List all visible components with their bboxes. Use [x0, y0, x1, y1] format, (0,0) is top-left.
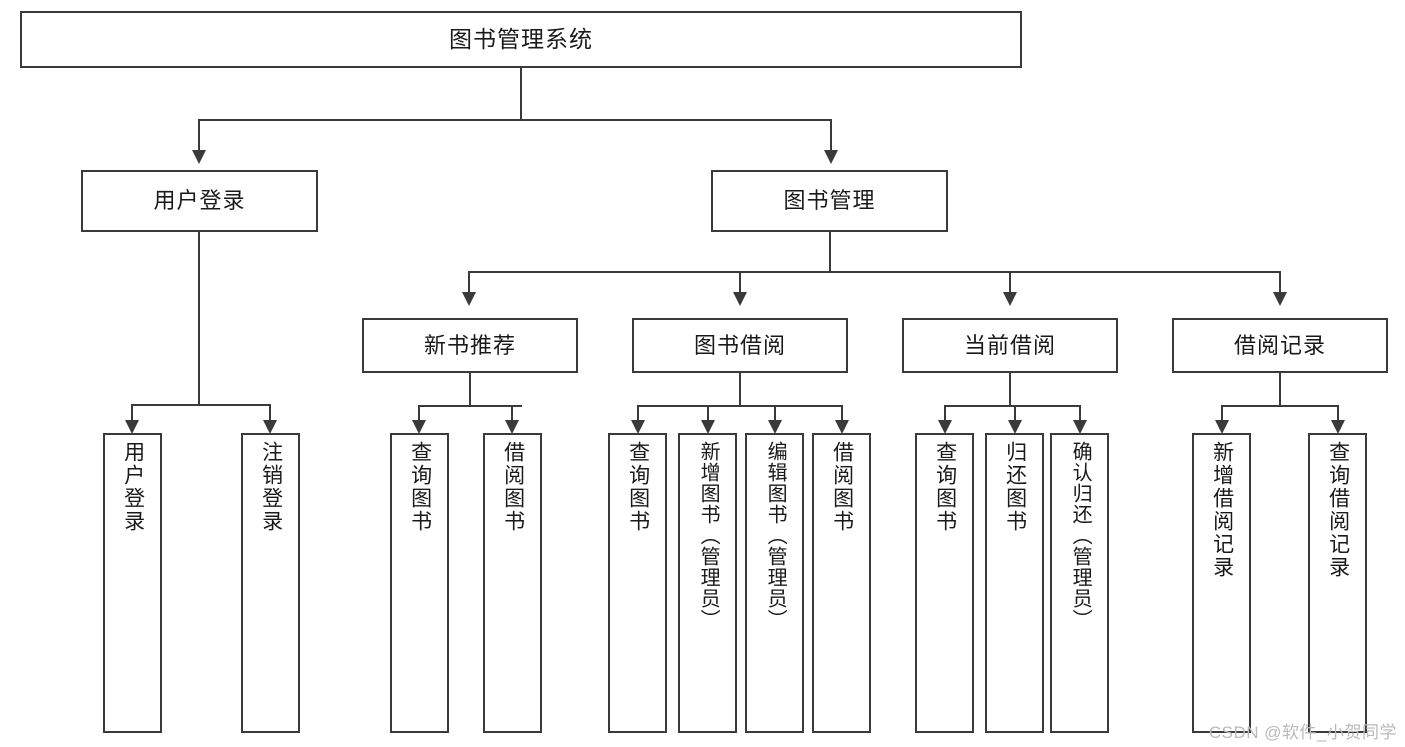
- connector-to-new-book: [468, 271, 470, 295]
- connector-new-book-to-leaf-1: [418, 405, 420, 424]
- node-book-borrow[interactable]: 图书借阅: [632, 318, 848, 373]
- connector-cb-to-leaf-1: [944, 405, 946, 424]
- node-label: 用户登录: [153, 188, 246, 214]
- arrowhead-br-add-record: [1215, 420, 1229, 434]
- node-label: 确认归还（管理员）: [1069, 441, 1092, 630]
- node-label: 借阅记录: [1233, 332, 1326, 358]
- leaf-nb-borrow-book[interactable]: 借阅图书: [483, 433, 542, 733]
- node-label: 图书管理系统: [449, 25, 593, 52]
- node-label: 图书借阅: [693, 332, 786, 358]
- leaf-cb-query-book[interactable]: 查询图书: [915, 433, 974, 733]
- node-label: 查询图书: [408, 441, 432, 533]
- arrowhead-cb-query-book: [938, 420, 952, 434]
- arrowhead-borrow-record: [1273, 292, 1287, 306]
- arrowhead-new-book-recommend: [462, 292, 476, 306]
- connector-new-book-to-leaf-2: [511, 405, 513, 424]
- node-label: 注销登录: [259, 441, 283, 533]
- arrowhead-bb-edit-book: [768, 420, 782, 434]
- node-label: 借阅图书: [830, 441, 854, 533]
- leaf-bb-borrow-book[interactable]: 借阅图书: [812, 433, 871, 733]
- node-label: 查询借阅记录: [1326, 441, 1350, 579]
- connector-new-book-bus: [418, 405, 522, 407]
- connector-borrow-record-bus: [1221, 405, 1339, 407]
- connector-book-borrow-stem: [739, 373, 741, 406]
- connector-bb-to-leaf-4: [841, 405, 843, 424]
- arrowhead-nb-query-book: [412, 420, 426, 434]
- connector-borrow-record-stem: [1279, 373, 1281, 406]
- arrowhead-bb-query-book: [631, 420, 645, 434]
- connector-user-login-to-leaf-1: [131, 404, 133, 424]
- node-label: 用户登录: [121, 441, 145, 533]
- leaf-bb-query-book[interactable]: 查询图书: [608, 433, 667, 733]
- leaf-cb-return-book[interactable]: 归还图书: [985, 433, 1044, 733]
- arrowhead-current-borrow: [1003, 292, 1017, 306]
- arrowhead-nb-borrow-book: [505, 420, 519, 434]
- leaf-br-query-record[interactable]: 查询借阅记录: [1308, 433, 1367, 733]
- arrowhead-cb-confirm-return: [1073, 420, 1087, 434]
- arrowhead-leaf-logout: [263, 420, 277, 434]
- node-borrow-record[interactable]: 借阅记录: [1172, 318, 1388, 373]
- arrowhead-user-login: [192, 150, 206, 164]
- connector-to-borrow-record: [1279, 271, 1281, 295]
- node-label: 图书管理: [783, 188, 876, 214]
- node-user-login[interactable]: 用户登录: [81, 170, 318, 232]
- connector-root-stem: [520, 68, 522, 120]
- connector-book-manage-stem: [829, 232, 831, 272]
- leaf-bb-edit-book[interactable]: 编辑图书（管理员）: [745, 433, 804, 733]
- connector-user-login-to-leaf-2: [269, 404, 271, 424]
- leaf-user-login[interactable]: 用户登录: [103, 433, 162, 733]
- node-root-system[interactable]: 图书管理系统: [20, 11, 1022, 68]
- node-label: 新书推荐: [423, 332, 516, 358]
- connector-br-to-leaf-1: [1221, 405, 1223, 424]
- node-label: 新增借阅记录: [1210, 441, 1234, 579]
- connector-root-to-book-manage: [830, 119, 832, 152]
- connector-root-to-user-login: [198, 119, 200, 152]
- node-label: 归还图书: [1003, 441, 1027, 533]
- node-label: 查询图书: [626, 441, 650, 533]
- arrowhead-leaf-user-login: [125, 420, 139, 434]
- connector-current-borrow-stem: [1009, 373, 1011, 406]
- node-label: 借阅图书: [501, 441, 525, 533]
- node-new-book-recommend[interactable]: 新书推荐: [362, 318, 578, 373]
- connector-level3-bus: [468, 271, 1280, 273]
- connector-bb-to-leaf-2: [707, 405, 709, 424]
- connector-new-book-stem: [469, 373, 471, 406]
- node-book-management[interactable]: 图书管理: [711, 170, 948, 232]
- arrowhead-book-borrow: [733, 292, 747, 306]
- node-current-borrow[interactable]: 当前借阅: [902, 318, 1118, 373]
- connector-root-bus: [198, 119, 832, 121]
- leaf-bb-add-book[interactable]: 新增图书（管理员）: [678, 433, 737, 733]
- arrowhead-bb-borrow-book: [835, 420, 849, 434]
- leaf-nb-query-book[interactable]: 查询图书: [390, 433, 449, 733]
- arrowhead-br-query-record: [1331, 420, 1345, 434]
- connector-cb-to-leaf-3: [1079, 405, 1081, 424]
- leaf-br-add-record[interactable]: 新增借阅记录: [1192, 433, 1251, 733]
- arrowhead-bb-add-book: [701, 420, 715, 434]
- node-label: 新增图书（管理员）: [697, 441, 720, 630]
- node-label: 编辑图书（管理员）: [764, 441, 787, 630]
- connector-current-borrow-bus: [944, 405, 1080, 407]
- leaf-logout[interactable]: 注销登录: [241, 433, 300, 733]
- arrowhead-book-manage: [824, 150, 838, 164]
- node-label: 查询图书: [933, 441, 957, 533]
- connector-user-login-stem: [198, 232, 200, 405]
- node-label: 当前借阅: [963, 332, 1056, 358]
- connector-user-login-bus: [131, 404, 269, 406]
- connector-cb-to-leaf-2: [1014, 405, 1016, 424]
- connector-bb-to-leaf-3: [774, 405, 776, 424]
- connector-book-borrow-bus: [637, 405, 843, 407]
- leaf-cb-confirm-return[interactable]: 确认归还（管理员）: [1050, 433, 1109, 733]
- connector-to-current-borrow: [1009, 271, 1011, 295]
- connector-br-to-leaf-2: [1337, 405, 1339, 424]
- connector-to-book-borrow: [739, 271, 741, 295]
- connector-bb-to-leaf-1: [637, 405, 639, 424]
- arrowhead-cb-return-book: [1008, 420, 1022, 434]
